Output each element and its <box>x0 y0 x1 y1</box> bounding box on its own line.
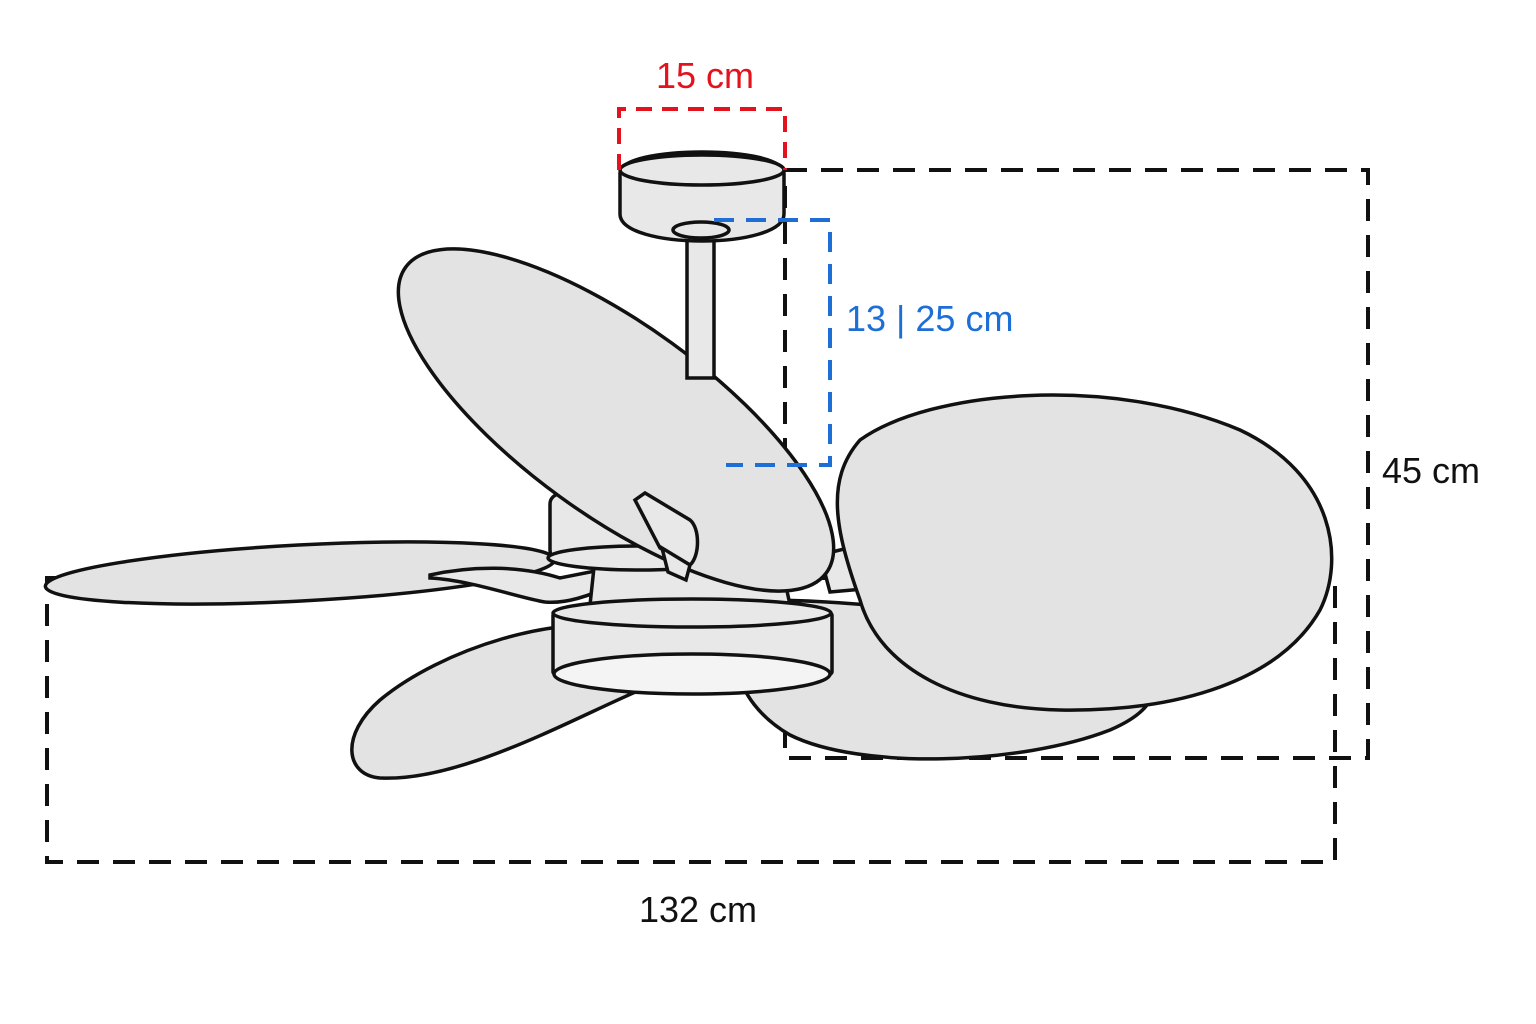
blade-span-dimension-box <box>45 576 1337 864</box>
downrod-length-label: 13 | 25 cm <box>846 298 1013 339</box>
blade-bracket-left <box>428 566 615 605</box>
canopy-width-bracket <box>617 107 787 170</box>
downrod-length-bracket <box>714 218 832 467</box>
height-dimension-box <box>783 168 1370 760</box>
light-kit-top-rim <box>551 597 833 629</box>
fan-blade-upper-left <box>396 247 836 593</box>
downrod <box>685 228 716 380</box>
canopy-top <box>618 153 786 187</box>
ceiling-fan-illustration <box>43 150 1334 780</box>
total-height-label: 45 cm <box>1382 450 1480 491</box>
downrod-mount <box>671 220 731 240</box>
light-kit-lens <box>552 652 832 696</box>
canopy-width-label: 15 cm <box>656 55 754 96</box>
blade-span-label: 132 cm <box>639 889 757 930</box>
blade-holder-front-arm <box>659 544 693 583</box>
fan-blade-right <box>835 393 1334 712</box>
